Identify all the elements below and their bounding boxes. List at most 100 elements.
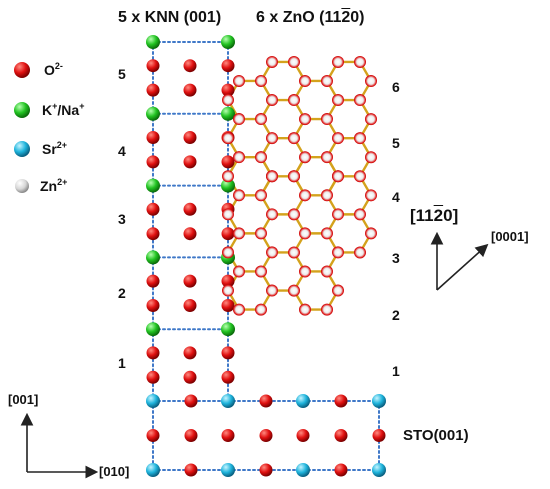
knn-k-na-atom xyxy=(146,250,160,265)
knn-oxygen-atom xyxy=(183,130,197,144)
knn-oxygen-atom xyxy=(183,155,197,169)
knn-oxygen-atom xyxy=(221,59,235,73)
knn-oxygen-atom xyxy=(146,83,160,97)
knn-k-na-atom xyxy=(146,178,160,193)
legend-oxygen-atom xyxy=(14,62,30,78)
knn-oxygen-atom xyxy=(183,202,197,216)
zno-atom xyxy=(255,151,267,164)
zno-axis-11-20-label: [1120] xyxy=(410,206,459,225)
knn-oxygen-atom xyxy=(146,155,160,169)
knn-k-na-atom xyxy=(221,35,235,49)
zno-atom xyxy=(321,189,333,202)
knn-layer-2: 2 xyxy=(118,285,126,301)
knn-oxygen-atom xyxy=(183,59,197,73)
zno-atom xyxy=(222,132,234,145)
zno-atom xyxy=(332,170,344,183)
zno-atom xyxy=(354,55,366,68)
zno-atom xyxy=(266,94,278,106)
zno-atom xyxy=(266,284,278,297)
legend-k-na-atom xyxy=(14,102,30,118)
zno-atom xyxy=(321,113,333,126)
atoms xyxy=(14,35,386,477)
zno-atom xyxy=(233,265,245,278)
knn-oxygen-atom xyxy=(146,227,160,241)
zno-atom xyxy=(299,265,311,278)
zno-atom xyxy=(233,227,245,240)
cube-axis-010-label: [010] xyxy=(99,464,130,479)
knn-oxygen-atom xyxy=(146,370,160,384)
zno-atom xyxy=(255,189,267,202)
zno-atom xyxy=(266,55,278,68)
sto-oxygen-atom xyxy=(184,394,198,408)
zno-atom xyxy=(222,208,234,221)
axis-arrows xyxy=(20,231,489,479)
zno-axis-0001-label: [0001] xyxy=(491,229,529,244)
knn-oxygen-atom xyxy=(221,155,235,169)
zno-atom xyxy=(255,227,267,240)
zno-atom xyxy=(299,113,311,126)
sto-sr-atom xyxy=(296,394,310,408)
zno-atom xyxy=(255,113,267,126)
knn-k-na-atom xyxy=(146,35,160,49)
zno-atom xyxy=(299,75,311,87)
zno-atom xyxy=(299,303,311,316)
knn-oxygen-atom xyxy=(183,274,197,288)
legend-oxygen-label: O2- xyxy=(44,61,63,78)
zno-atom xyxy=(321,227,333,240)
zno-atom xyxy=(354,246,366,259)
sto-oxygen-atom xyxy=(372,429,386,442)
knn-oxygen-atom xyxy=(221,83,235,97)
zno-atom xyxy=(233,113,245,126)
zno-atom xyxy=(233,189,245,202)
zno-atom xyxy=(266,170,278,183)
zno-atom xyxy=(288,55,300,68)
knn-k-na-atom xyxy=(146,322,160,337)
zno-atom xyxy=(299,151,311,164)
knn-oxygen-atom xyxy=(146,346,160,360)
zno-atom xyxy=(222,284,234,297)
legend-sr-atom xyxy=(14,141,30,157)
substrate-label: STO(001) xyxy=(403,427,469,444)
zno-layer-6: 6 xyxy=(392,79,400,95)
knn-layer-4: 4 xyxy=(118,143,126,159)
knn-k-na-atom xyxy=(221,106,235,121)
knn-oxygen-atom xyxy=(221,370,235,384)
sto-sr-atom xyxy=(221,394,235,408)
sto-oxygen-atom xyxy=(259,429,273,442)
knn-oxygen-atom xyxy=(221,227,235,241)
zno-atom xyxy=(255,303,267,316)
zno-atom xyxy=(365,75,377,87)
zno-atom xyxy=(321,74,333,87)
knn-oxygen-atom xyxy=(146,59,160,73)
zno-atom xyxy=(288,208,300,221)
zno-atom xyxy=(354,132,366,145)
knn-layer-5: 5 xyxy=(118,66,126,82)
sto-oxygen-atom xyxy=(259,394,273,408)
zno-atom xyxy=(321,303,333,316)
zno-atom xyxy=(288,284,300,297)
knn-oxygen-atom xyxy=(183,227,197,241)
sto-oxygen-atom xyxy=(221,429,235,442)
zno-atom xyxy=(299,189,311,202)
knn-k-na-atom xyxy=(221,178,235,193)
zno-layer-4: 4 xyxy=(392,189,400,205)
zno-atom xyxy=(288,170,300,183)
knn-oxygen-atom xyxy=(221,346,235,360)
sto-oxygen-atom xyxy=(146,429,160,442)
knn-title: 5 x KNN (001) xyxy=(118,9,222,26)
legend-k-na-label: K+/Na+ xyxy=(42,101,85,118)
knn-oxygen-atom xyxy=(183,299,197,313)
sto-oxygen-atom xyxy=(334,429,348,442)
knn-k-na-atom xyxy=(146,106,160,121)
zno-layer-2: 2 xyxy=(392,307,400,323)
sto-oxygen-atom xyxy=(296,429,310,442)
zno-atom xyxy=(332,55,344,68)
zno-atom xyxy=(354,208,366,221)
zno-atom xyxy=(332,284,344,297)
knn-oxygen-atom xyxy=(183,370,197,384)
zno-atom xyxy=(266,132,278,145)
sto-oxygen-atom xyxy=(334,394,348,408)
knn-oxygen-atom xyxy=(183,83,197,97)
sto-oxygen-atom xyxy=(184,463,198,477)
